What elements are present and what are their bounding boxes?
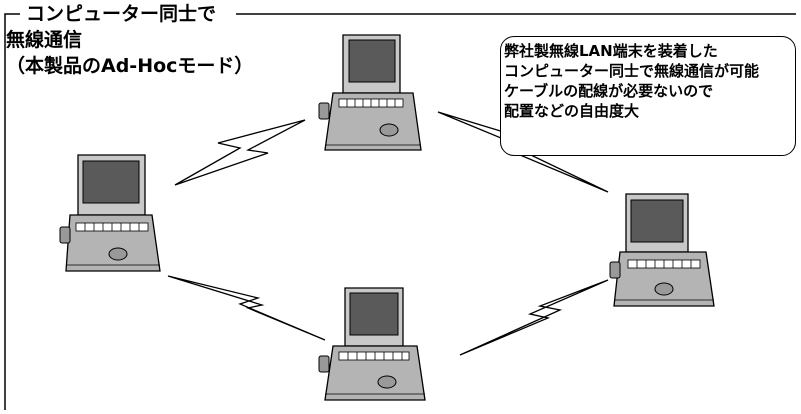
- laptop-top: [318, 34, 422, 151]
- section-frame: [4, 13, 796, 410]
- wireless-link-top-left: [174, 119, 306, 186]
- laptop-left: [59, 154, 161, 272]
- callout-line-3: ケーブルの配線が必要ないので: [504, 82, 714, 100]
- callout-box: [500, 36, 796, 156]
- callout-line-4: 配置などの自由度大: [504, 102, 640, 120]
- laptop-right: [609, 193, 715, 307]
- wireless-link-bottom-right: [459, 279, 609, 356]
- laptop-bottom: [318, 287, 426, 401]
- callout-line-1: 弊社製無線LAN端末を装着した: [504, 42, 718, 60]
- wireless-link-bottom-left: [167, 275, 326, 341]
- diagram-title-line-2: 無線通信: [6, 29, 83, 51]
- diagram-title-line-1: コンピューター同士で: [26, 3, 217, 25]
- diagram-title-line-3: （本製品のAd-Hocモード）: [6, 55, 254, 77]
- callout-line-2: コンピューター同士で無線通信が可能: [504, 62, 760, 80]
